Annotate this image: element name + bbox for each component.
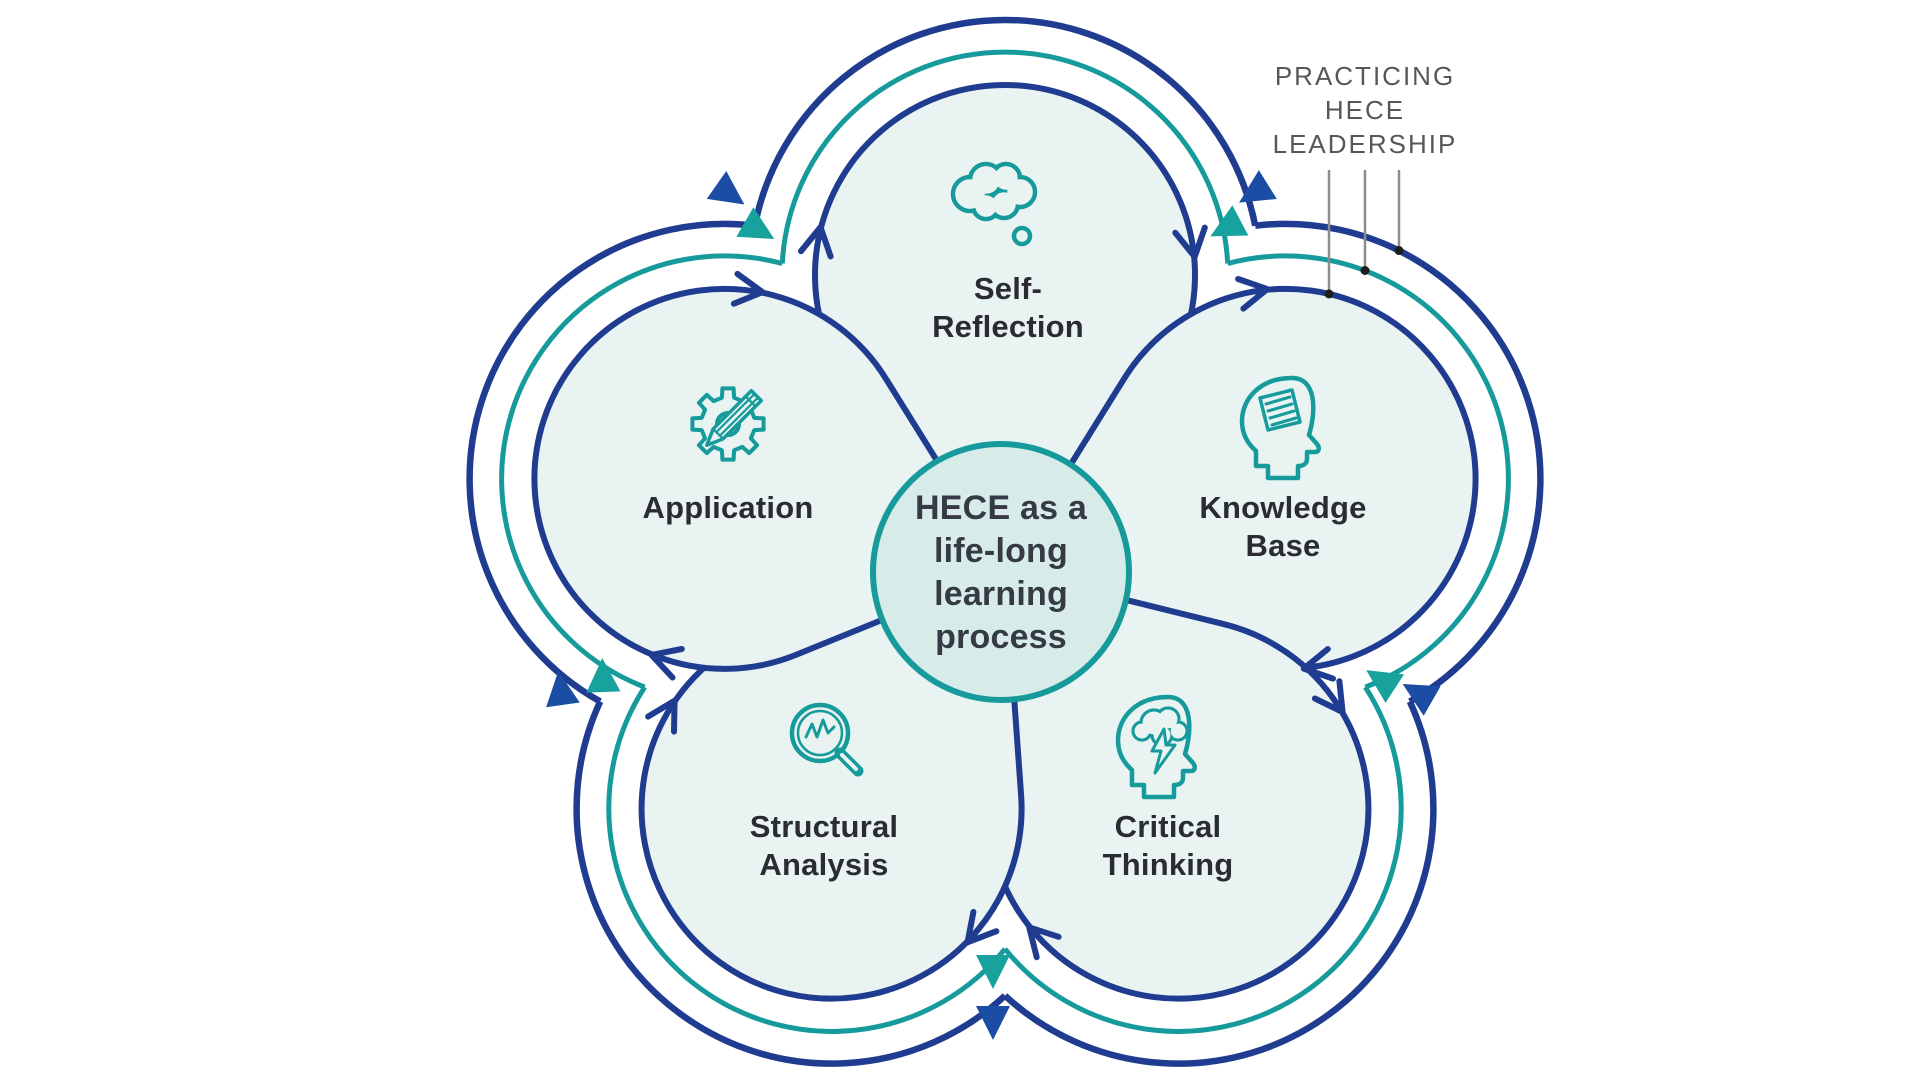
head-document-icon [1239, 375, 1321, 481]
flow-chevron-icon [1026, 924, 1062, 961]
callout-dot-icon [1394, 246, 1404, 255]
outer-navy-ring [466, 16, 1544, 1067]
petal-label-application: Application [642, 490, 814, 525]
petal-label-self-reflection: Self- Reflection [932, 271, 1084, 344]
center-label: HECE as a life-long learning process [915, 489, 1087, 656]
callout-dot-icon [1324, 289, 1334, 299]
teal-arrowhead-icon [976, 955, 1010, 989]
outer-teal-ring [499, 49, 1511, 1034]
center-circle [870, 441, 1132, 703]
navy-arrowhead-icon [706, 171, 745, 205]
flow-chevron-icon [1172, 224, 1208, 260]
callout-pointer-lines [1324, 170, 1404, 299]
flow-chevron-icon [648, 646, 685, 681]
flow-chevron-icon [1311, 678, 1346, 715]
teal-arrowhead-icon [1366, 670, 1405, 703]
head-brain-lightning-icon [1115, 694, 1197, 800]
teal-arrowhead-icon [586, 658, 621, 693]
magnifier-trend-icon [789, 702, 864, 777]
gear-pencil-icon [690, 386, 766, 462]
callout-dot-icon [1360, 266, 1370, 275]
petal-critical-thinking [985, 567, 1372, 1002]
navy-arrowhead-icon [976, 1006, 1010, 1040]
teal-arrowhead-icon [736, 207, 775, 239]
navy-arrowhead-icon [1239, 170, 1277, 203]
flow-chevron-icon [964, 909, 1000, 946]
petal-label-knowledge-base: Knowledge Base [1199, 490, 1367, 563]
petal-label-structural-analysis: Structural Analysis [749, 809, 899, 882]
navy-arrowhead-icon [1402, 684, 1441, 716]
navy-arrowhead-icon [546, 671, 580, 708]
flow-chevron-icon [1300, 646, 1336, 682]
flow-chevron-icon [645, 697, 678, 735]
teal-arrowhead-icon [1210, 205, 1249, 237]
flow-chevron-icon [1235, 276, 1271, 312]
petal-flow-arrows [645, 224, 1346, 961]
callout-practicing-hece-leadership: PRACTICING HECE LEADERSHIP [1272, 61, 1458, 159]
flow-chevron-icon [730, 270, 766, 307]
flow-chevron-icon [798, 224, 834, 260]
petal-label-critical-thinking: Critical Thinking [1102, 809, 1234, 882]
ring-direction-arrows [546, 170, 1441, 1040]
thought-cloud-icon [950, 161, 1038, 247]
